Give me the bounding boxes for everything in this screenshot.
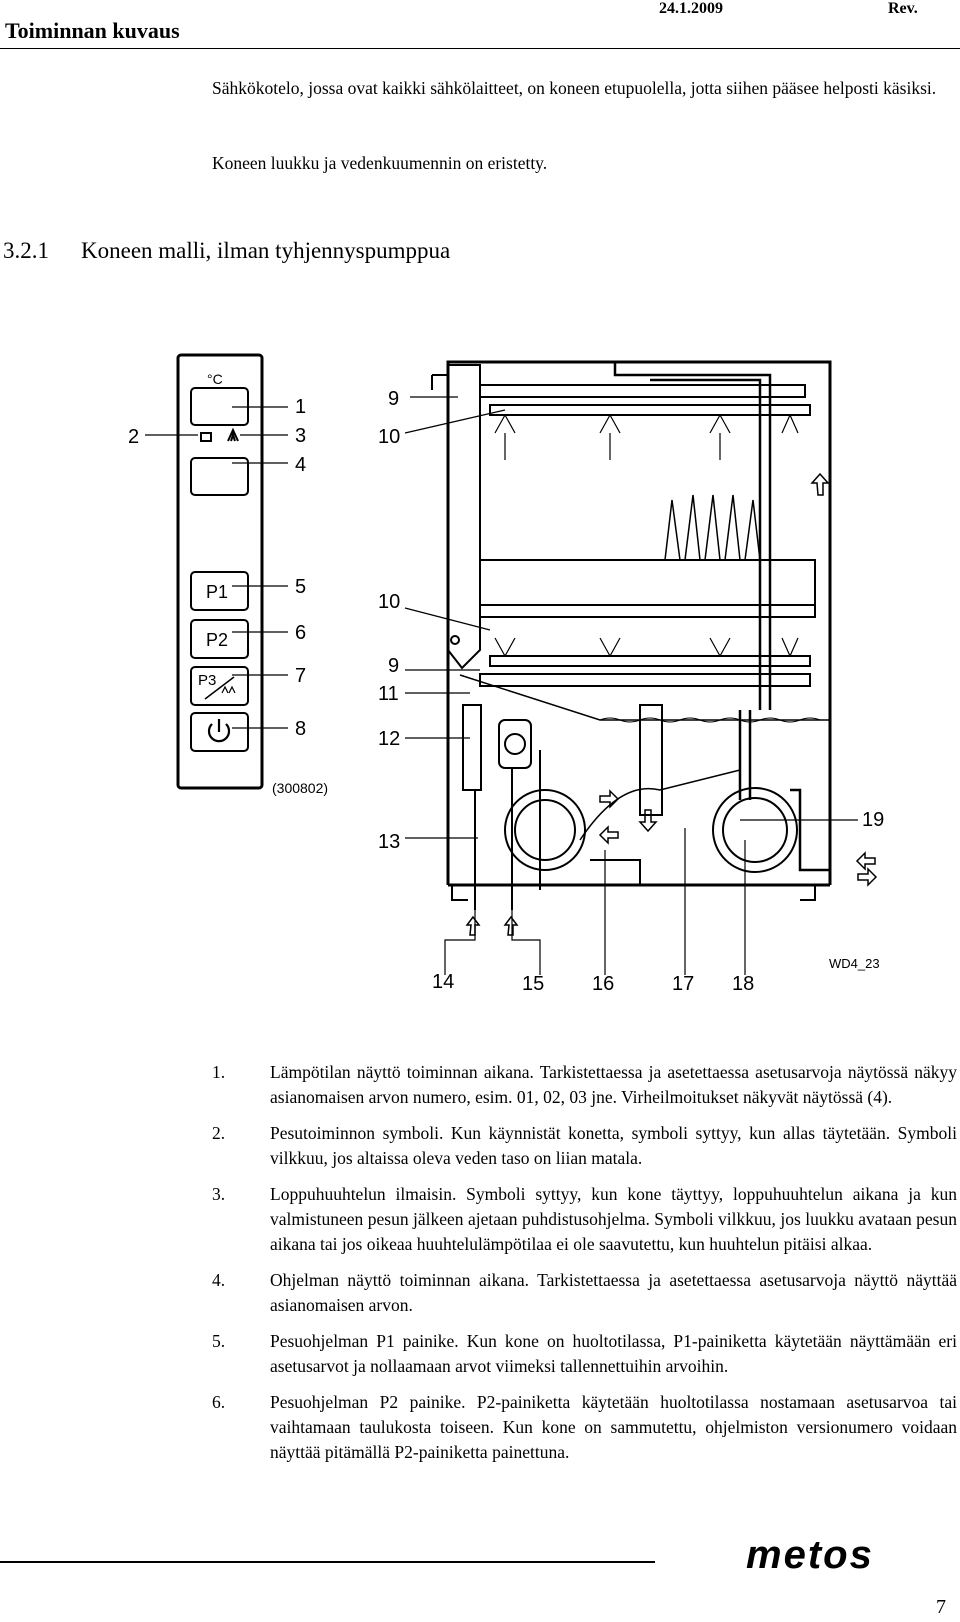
callout-18: 18 <box>732 973 754 995</box>
p1-label: P1 <box>206 582 228 602</box>
callout-17: 17 <box>672 973 694 995</box>
section-number: 3.2.1 <box>3 238 49 263</box>
power-icon <box>207 723 231 743</box>
p3-label: P3 <box>198 672 216 689</box>
callout-3: 3 <box>295 425 306 447</box>
p3-button[interactable] <box>190 666 249 706</box>
section-title: Koneen malli, ilman tyhjennyspumppua <box>81 238 451 263</box>
callout-10-bottom: 10 <box>378 591 400 613</box>
callout-8: 8 <box>295 718 306 740</box>
callout-16: 16 <box>592 973 614 995</box>
section-heading: 3.2.1 Koneen malli, ilman tyhjennyspumppu… <box>3 238 450 264</box>
callout-19: 19 <box>862 809 884 831</box>
list-item: 1.Lämpötilan näyttö toiminnan aikana. Ta… <box>212 1062 957 1107</box>
temperature-unit: °C <box>207 371 223 387</box>
callout-9-top: 9 <box>388 388 399 410</box>
wash-symbol-icon <box>200 432 212 442</box>
p2-button[interactable] <box>190 619 249 659</box>
legend-list: 1.Lämpötilan näyttö toiminnan aikana. Ta… <box>212 1060 957 1476</box>
control-panel <box>176 353 264 790</box>
intro-paragraph-1: Sähkökotelo, jossa ovat kaikki sähkölait… <box>212 78 937 98</box>
metos-logo: metos <box>746 1539 874 1573</box>
callout-4: 4 <box>295 454 306 476</box>
header-rule <box>0 48 960 49</box>
footer-rule <box>0 1561 655 1563</box>
rinse-symbol-icon <box>227 427 239 442</box>
callout-6: 6 <box>295 622 306 644</box>
drawing-reference: WD4_23 <box>829 956 880 971</box>
callout-10-top: 10 <box>378 426 400 448</box>
machine-diagram: °C P1 P2 P3 (300802) WD4_23 <box>128 353 884 995</box>
p2-label: P2 <box>206 630 228 650</box>
intro-paragraph-2: Koneen luukku ja vedenkuumennin on erist… <box>212 153 548 173</box>
list-item: 3.Loppuhuuhtelun ilmaisin. Symboli sytty… <box>212 1184 957 1254</box>
diagram-code: (300802) <box>272 780 328 796</box>
list-item: 5.Pesuohjelman P1 painike. Kun kone on h… <box>212 1331 957 1376</box>
list-item: 4.Ohjelman näyttö toiminnan aikana. Tark… <box>212 1270 957 1315</box>
list-item: 6.Pesuohjelman P2 painike. P2-painiketta… <box>212 1392 957 1462</box>
list-item: 2.Pesutoiminnon symboli. Kun käynnistät … <box>212 1123 957 1168</box>
callout-7: 7 <box>295 665 306 687</box>
header-revision: Rev. <box>888 0 918 17</box>
callout-9-bottom: 9 <box>388 655 399 677</box>
header-date: 24.1.2009 <box>659 0 723 17</box>
power-button[interactable] <box>190 712 249 752</box>
callout-14: 14 <box>432 971 454 993</box>
callout-12: 12 <box>378 728 400 750</box>
svg-text:metos: metos <box>746 1539 874 1573</box>
callout-2: 2 <box>128 426 139 448</box>
callout-5: 5 <box>295 576 306 598</box>
callout-11: 11 <box>378 683 399 705</box>
header-title: Toiminnan kuvaus <box>5 18 180 43</box>
callout-15: 15 <box>522 973 544 995</box>
callout-13: 13 <box>378 831 400 853</box>
machine-body <box>431 360 832 910</box>
page-number: 7 <box>936 1596 946 1618</box>
callout-1: 1 <box>295 396 306 418</box>
p1-button[interactable] <box>190 571 249 611</box>
